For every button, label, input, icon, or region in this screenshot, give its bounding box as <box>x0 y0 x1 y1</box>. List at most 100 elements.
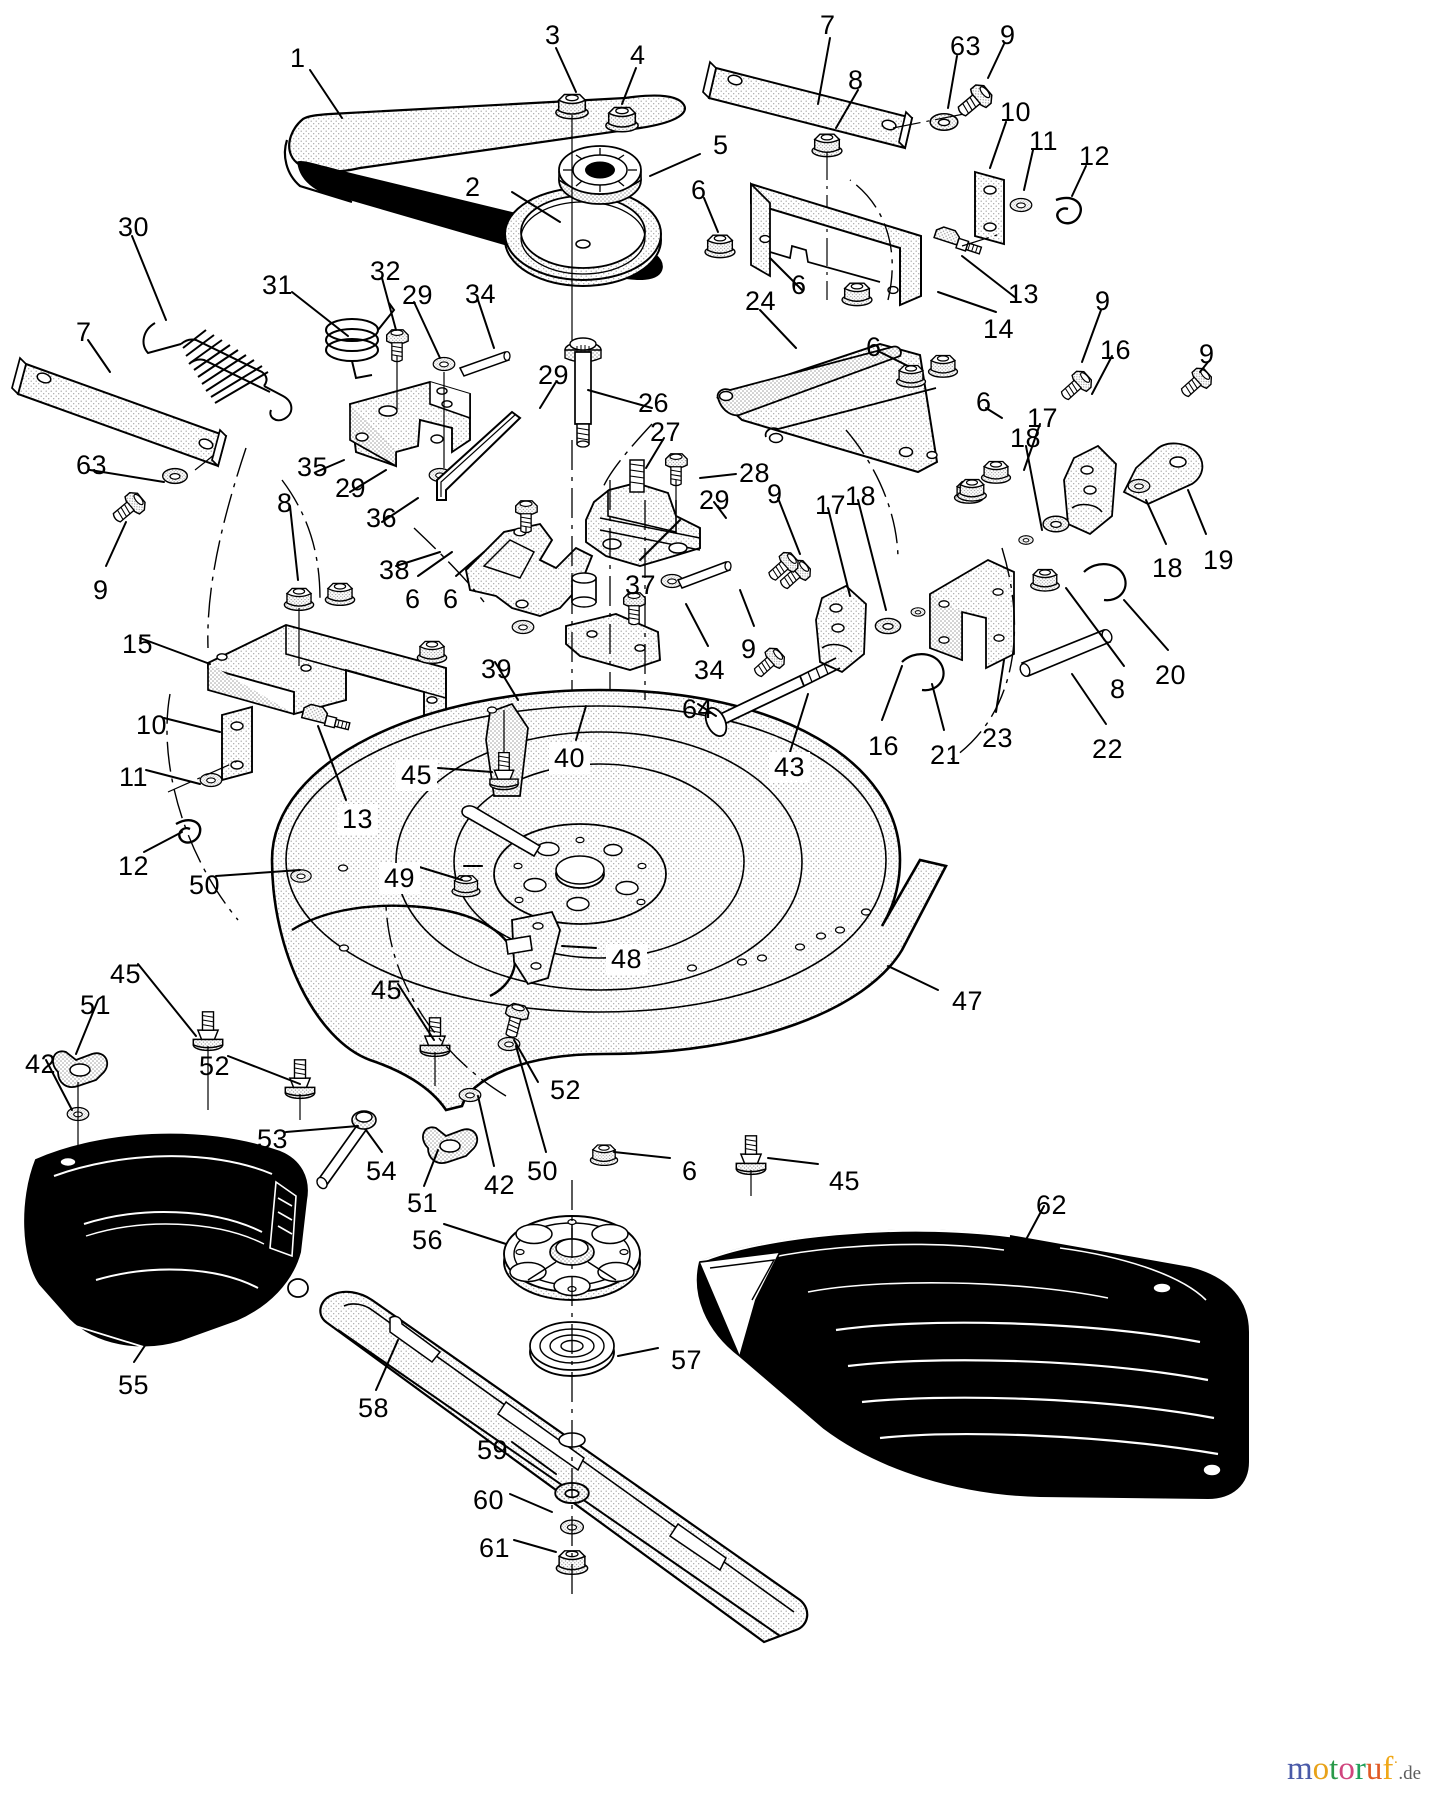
callout-number-7: 7 <box>820 10 836 40</box>
part-bracket-15 <box>207 582 448 731</box>
callout-number-42: 42 <box>484 1170 516 1200</box>
part-spacer-39 <box>571 572 597 608</box>
callout-number-9: 9 <box>93 575 109 605</box>
callout-number-51: 51 <box>80 990 112 1020</box>
callout-number-9: 9 <box>741 634 757 664</box>
callout-number-27: 27 <box>650 417 682 447</box>
callout-number-29: 29 <box>699 485 731 515</box>
callout-number-6: 6 <box>405 584 421 614</box>
brand-letter-o1: o <box>1312 1751 1330 1787</box>
callout-number-58: 58 <box>358 1393 390 1423</box>
callout-number-7: 7 <box>76 317 92 347</box>
callout-number-5: 5 <box>713 130 729 160</box>
brand-tld: .de <box>1398 1763 1421 1784</box>
callout-number-31: 31 <box>262 270 294 300</box>
callout-number-6: 6 <box>443 584 459 614</box>
callout-number-36: 36 <box>366 503 398 533</box>
callout-number-42: 42 <box>25 1049 57 1079</box>
callout-number-9: 9 <box>1095 286 1111 316</box>
brand-dot: · <box>1393 1755 1399 1771</box>
callout-number-15: 15 <box>122 629 154 659</box>
callout-number-48: 48 <box>606 944 648 975</box>
callout-number-13: 13 <box>1008 279 1040 309</box>
callout-number-52: 52 <box>545 1075 587 1106</box>
callout-number-62: 62 <box>1036 1190 1068 1220</box>
callout-number-54: 54 <box>366 1156 398 1186</box>
callout-number-57: 57 <box>671 1345 703 1375</box>
callout-number-4: 4 <box>630 40 646 70</box>
callout-number-6: 6 <box>976 387 992 417</box>
part-mower-blade-58 <box>319 1290 809 1644</box>
callout-number-34: 34 <box>694 655 726 685</box>
part-carriage-bolts <box>192 1011 767 1196</box>
callout-number-50: 50 <box>189 870 221 900</box>
callout-number-29: 29 <box>402 280 434 310</box>
callout-number-8: 8 <box>1110 674 1126 704</box>
part-right-linkage <box>676 364 1216 738</box>
callout-number-45: 45 <box>371 975 403 1005</box>
part-mulch-plug-55 <box>24 1133 309 1353</box>
callout-number-17: 17 <box>815 490 847 520</box>
callout-number-6: 6 <box>791 270 807 300</box>
callout-number-9: 9 <box>767 479 783 509</box>
brand-letter-o2: o <box>1338 1751 1355 1787</box>
callout-number-10: 10 <box>136 710 168 740</box>
part-idler-bracket-35 <box>348 329 522 501</box>
callout-number-34: 34 <box>465 279 497 309</box>
part-spring-30 <box>142 322 293 422</box>
callout-number-49: 49 <box>379 863 421 894</box>
part-plate-10-top <box>933 170 1083 255</box>
callout-number-22: 22 <box>1092 734 1124 764</box>
callout-number-12: 12 <box>118 851 150 881</box>
callout-number-52: 52 <box>199 1051 231 1081</box>
callout-number-56: 56 <box>412 1225 444 1255</box>
callout-number-19: 19 <box>1203 545 1235 575</box>
callout-number-12: 12 <box>1079 141 1111 171</box>
callout-number-45: 45 <box>829 1166 861 1196</box>
callout-number-23: 23 <box>982 723 1014 753</box>
part-wingnut-51-left <box>52 1050 109 1160</box>
callout-number-16: 16 <box>1100 335 1132 365</box>
callout-number-18: 18 <box>1010 423 1042 453</box>
callout-number-28: 28 <box>739 458 771 488</box>
callout-number-63: 63 <box>76 450 108 480</box>
part-support-arm-24 <box>716 342 1012 504</box>
part-discharge-chute-62 <box>696 1229 1249 1500</box>
callout-number-45: 45 <box>110 959 142 989</box>
callout-number-6: 6 <box>691 175 707 205</box>
callout-number-47: 47 <box>952 986 984 1016</box>
callout-number-14: 14 <box>983 314 1015 344</box>
callout-number-24: 24 <box>745 286 777 316</box>
callout-number-17: 17 <box>1027 403 1059 433</box>
callout-number-51: 51 <box>407 1188 439 1218</box>
callout-number-35: 35 <box>297 452 329 482</box>
callout-number-64: 64 <box>682 694 714 724</box>
brand-letter-m: m <box>1286 1751 1313 1787</box>
callout-number-9: 9 <box>1000 20 1016 50</box>
callout-number-39: 39 <box>481 654 513 684</box>
callout-number-8: 8 <box>277 488 293 518</box>
callout-number-38: 38 <box>379 555 411 585</box>
brand-letter-u: u <box>1365 1751 1383 1787</box>
callout-number-3: 3 <box>545 20 561 50</box>
callout-number-50: 50 <box>527 1156 559 1186</box>
callout-number-29: 29 <box>538 360 570 390</box>
callout-number-11: 11 <box>119 762 149 792</box>
callout-number-18: 18 <box>845 481 877 511</box>
callout-number-53: 53 <box>257 1124 289 1154</box>
callout-number-1: 1 <box>290 43 306 73</box>
callout-number-21: 21 <box>930 740 962 770</box>
callout-number-16: 16 <box>868 731 900 761</box>
callout-number-37: 37 <box>625 570 657 600</box>
callout-number-2: 2 <box>465 172 481 202</box>
callout-number-40: 40 <box>549 743 591 774</box>
callout-number-11: 11 <box>1029 126 1059 156</box>
part-bracket-14 <box>704 181 922 307</box>
callout-number-55: 55 <box>118 1370 150 1400</box>
brand-letter-r: r <box>1354 1751 1366 1787</box>
callout-number-26: 26 <box>638 388 670 418</box>
callout-number-10: 10 <box>1000 97 1032 127</box>
part-plate-10-left <box>167 705 253 844</box>
